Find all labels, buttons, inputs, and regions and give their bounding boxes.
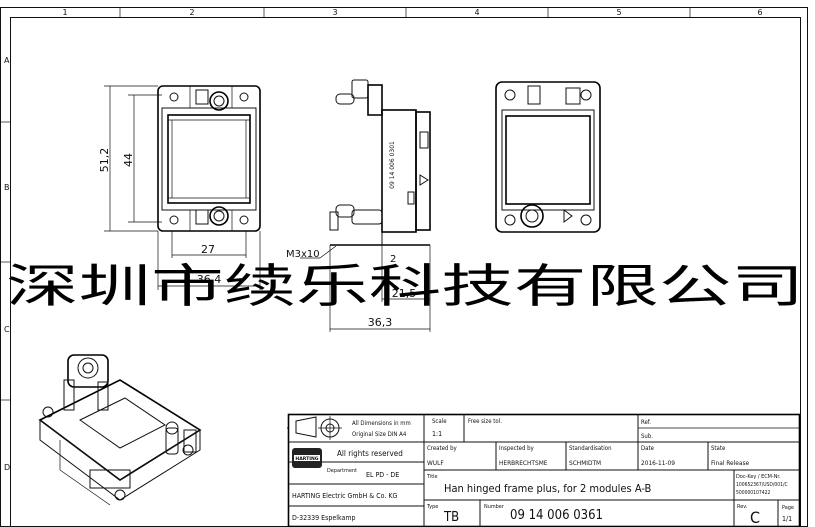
dim-height-inner: 44 — [122, 153, 135, 167]
zone-row-c: C — [4, 325, 10, 334]
date-value: 2016-11-09 — [641, 459, 675, 467]
side-view — [329, 79, 431, 246]
side-dimensions — [300, 245, 431, 332]
scale-value: 1:1 — [432, 430, 442, 438]
page-label: Page — [782, 505, 794, 511]
zone-col-2: 2 — [189, 8, 194, 17]
free-size-tol: Free size tol. — [468, 418, 502, 425]
rev-value: C — [750, 508, 760, 527]
dim-width-27: 27 — [201, 243, 215, 256]
rev-label: Rev. — [737, 504, 748, 510]
title-label: Title — [426, 474, 438, 480]
state-value: Final Release — [711, 459, 750, 467]
inspected-value: HERBRECHTSME — [499, 459, 548, 467]
sub-label: Sub. — [641, 433, 653, 440]
zone-row-d: D — [4, 463, 10, 472]
ref-label: Ref. — [641, 419, 651, 426]
standardisation-label: Standardisation — [569, 445, 612, 452]
dim-small-2: 2 — [390, 254, 396, 265]
dim-height-outer: 51,2 — [98, 148, 111, 173]
department-value: EL PD - DE — [366, 471, 399, 479]
dim-depth-21-5: 21,5 — [392, 287, 417, 300]
company-name: HARTING Electric GmbH & Co. KG — [292, 492, 397, 500]
number-label: Number — [484, 504, 505, 510]
rights-text: All rights reserved — [337, 449, 403, 458]
dockey-value-1: 100652367/USD/001/C — [736, 482, 788, 488]
front-dimensions — [104, 85, 261, 290]
zone-col-1: 1 — [62, 8, 67, 17]
dim-width-36-4: 36,4 — [197, 273, 222, 286]
standardisation-value: SCHMIDTM — [569, 459, 601, 467]
zone-col-3: 3 — [332, 8, 337, 17]
created-label: Created by — [427, 445, 457, 452]
zone-row-b: B — [4, 183, 10, 192]
dim-depth-36-3: 36,3 — [368, 316, 393, 329]
title-block: HARTING — [287, 413, 801, 527]
company-address: D-32339 Espelkamp — [292, 514, 356, 522]
watermark-text: 深圳市续乐科技有限公司 — [6, 259, 804, 313]
isometric-view — [38, 354, 202, 506]
dockey-value-2: 500000107422 — [736, 490, 770, 496]
dims-note-1: All Dimensions in mm — [352, 420, 411, 427]
rear-view — [495, 81, 601, 233]
type-label: Type — [426, 504, 438, 510]
zone-col-6: 6 — [757, 8, 762, 17]
inspected-label: Inspected by — [499, 445, 535, 452]
created-value: WULF — [427, 459, 444, 467]
scale-label: Scale — [432, 418, 447, 425]
projection-symbol — [295, 416, 317, 438]
drawing-title: Han hinged frame plus, for 2 modules A-B — [444, 482, 652, 495]
state-label: State — [711, 445, 726, 452]
zone-col-5: 5 — [616, 8, 621, 17]
front-view — [157, 85, 261, 232]
zone-row-a: A — [4, 56, 10, 65]
dims-note-2: Original Size DIN A4 — [352, 431, 407, 438]
zone-dividers — [0, 7, 691, 401]
date-label: Date — [641, 445, 655, 452]
dockey-label: Doc-Key / ECM-Nr. — [736, 474, 781, 480]
part-marking: 09 14 006 0301 — [389, 141, 396, 189]
department-label: Department — [327, 468, 357, 474]
zone-col-4: 4 — [474, 8, 479, 17]
drawing-number: 09 14 006 0361 — [510, 508, 603, 523]
dim-screw: M3x10 — [286, 249, 320, 260]
logo-text: HARTING — [295, 456, 318, 462]
page-value: 1/1 — [782, 515, 792, 523]
type-value: TB — [443, 510, 459, 525]
